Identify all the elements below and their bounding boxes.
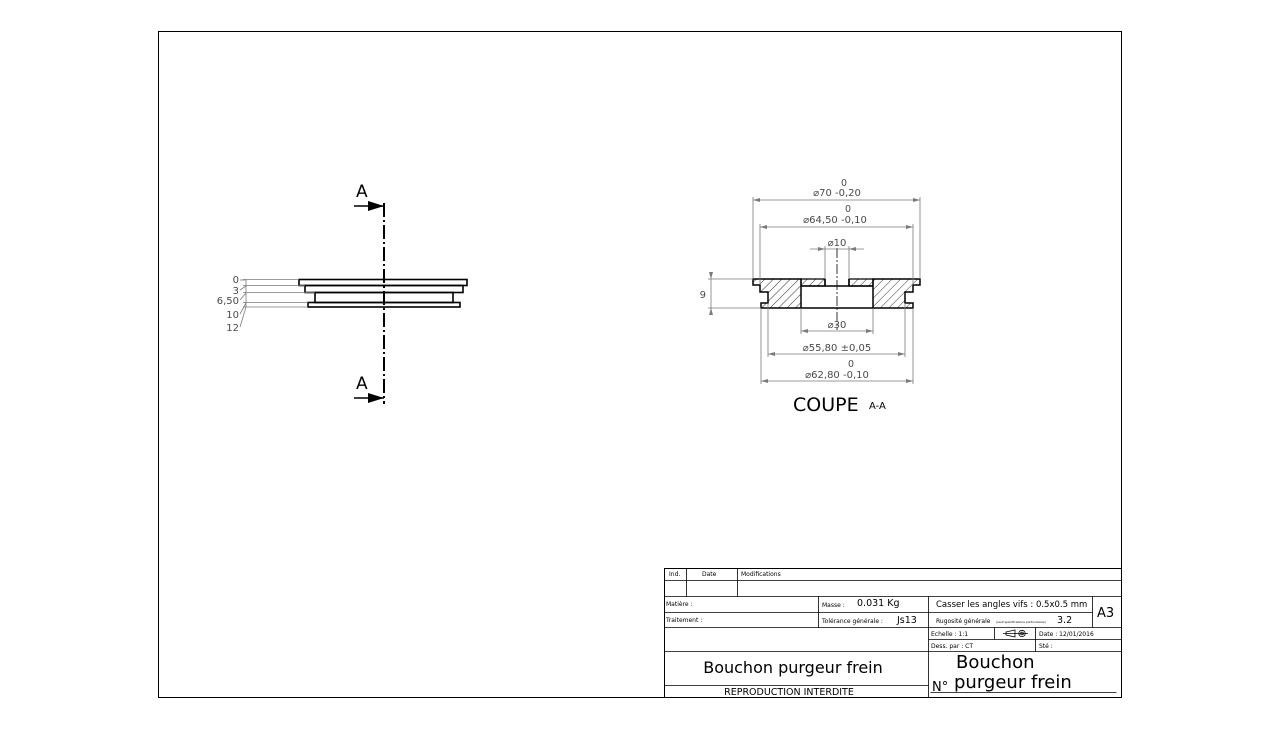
section-arrow-bottom [368, 393, 384, 403]
section-view: 0 ⌀70 -0,20 0 ⌀64,50 -0,10 ⌀10 9 ⌀30 [700, 178, 921, 416]
height-label-6-50: 6,50 [217, 296, 239, 307]
tb-echelle: Echelle : 1:1 [931, 631, 968, 638]
section-marker-bottom: A [356, 374, 368, 394]
height-label-10: 10 [226, 310, 239, 321]
dim-d70: ⌀70 -0,20 [813, 188, 861, 199]
section-title: COUPE [793, 394, 859, 416]
dim-d30: ⌀30 [828, 320, 847, 331]
dim-d70-tol: 0 [841, 178, 847, 189]
tb-rugosite-small: (sauf spécifications particulières) [996, 620, 1046, 624]
dim-d10: ⌀10 [828, 238, 847, 249]
tb-numero: N° [932, 680, 948, 695]
sheet-border [158, 31, 1122, 698]
height-label-0: 0 [233, 275, 239, 286]
tb-traitement: Traitement : [665, 617, 702, 624]
tb-masse-label: Masse : [822, 602, 845, 609]
title-block: Ind. Date Modifications Matière : Traite… [664, 568, 1122, 698]
tb-rugosite-value: 3.2 [1057, 615, 1072, 626]
tb-name-right-1: Bouchon [956, 652, 1035, 673]
dim-d6280: ⌀62,80 -0,10 [805, 370, 869, 381]
section-marker-top: A [356, 182, 368, 202]
tb-ind: Ind. [669, 571, 680, 578]
tb-name-left: Bouchon purgeur frein [703, 658, 883, 677]
tb-rugosite-label: Rugosité générale [936, 618, 991, 625]
height-label-3: 3 [233, 286, 239, 297]
tb-casser: Casser les angles vifs : 0.5x0.5 mm [936, 600, 1087, 610]
tb-ste: Sté : [1039, 643, 1053, 650]
dim-d5580: ⌀55,80 ±0,05 [803, 343, 871, 354]
dim-d6450: ⌀64,50 -0,10 [803, 215, 867, 226]
tb-reproduction: REPRODUCTION INTERDITE [724, 687, 854, 698]
tb-tolerance-value: Js13 [896, 615, 917, 626]
section-arrow-top [368, 201, 384, 211]
dim-d6450-tol: 0 [845, 204, 851, 215]
projection-symbol-icon [1003, 629, 1028, 638]
dim-h9: 9 [700, 290, 706, 301]
tb-tolerance-label: Tolérance générale : [821, 618, 883, 625]
tb-name-right-2: purgeur frein [954, 672, 1072, 693]
dim-d6280-tol: 0 [848, 359, 854, 370]
tb-date: Date [702, 571, 717, 578]
side-view: A A 0 3 6,50 10 12 [217, 182, 468, 404]
section-hatch-right [872, 278, 921, 309]
section-title-suffix: A-A [869, 401, 886, 412]
tb-modifications: Modifications [741, 571, 781, 578]
tb-masse-value: 0.031 Kg [857, 598, 899, 609]
height-label-12: 12 [226, 323, 239, 334]
tb-format: A3 [1097, 606, 1114, 621]
tb-dess: Dess. par : CT [931, 643, 973, 650]
tb-date-value: Date : 12/01/2016 [1039, 631, 1094, 638]
tb-matiere: Matière : [666, 601, 693, 608]
